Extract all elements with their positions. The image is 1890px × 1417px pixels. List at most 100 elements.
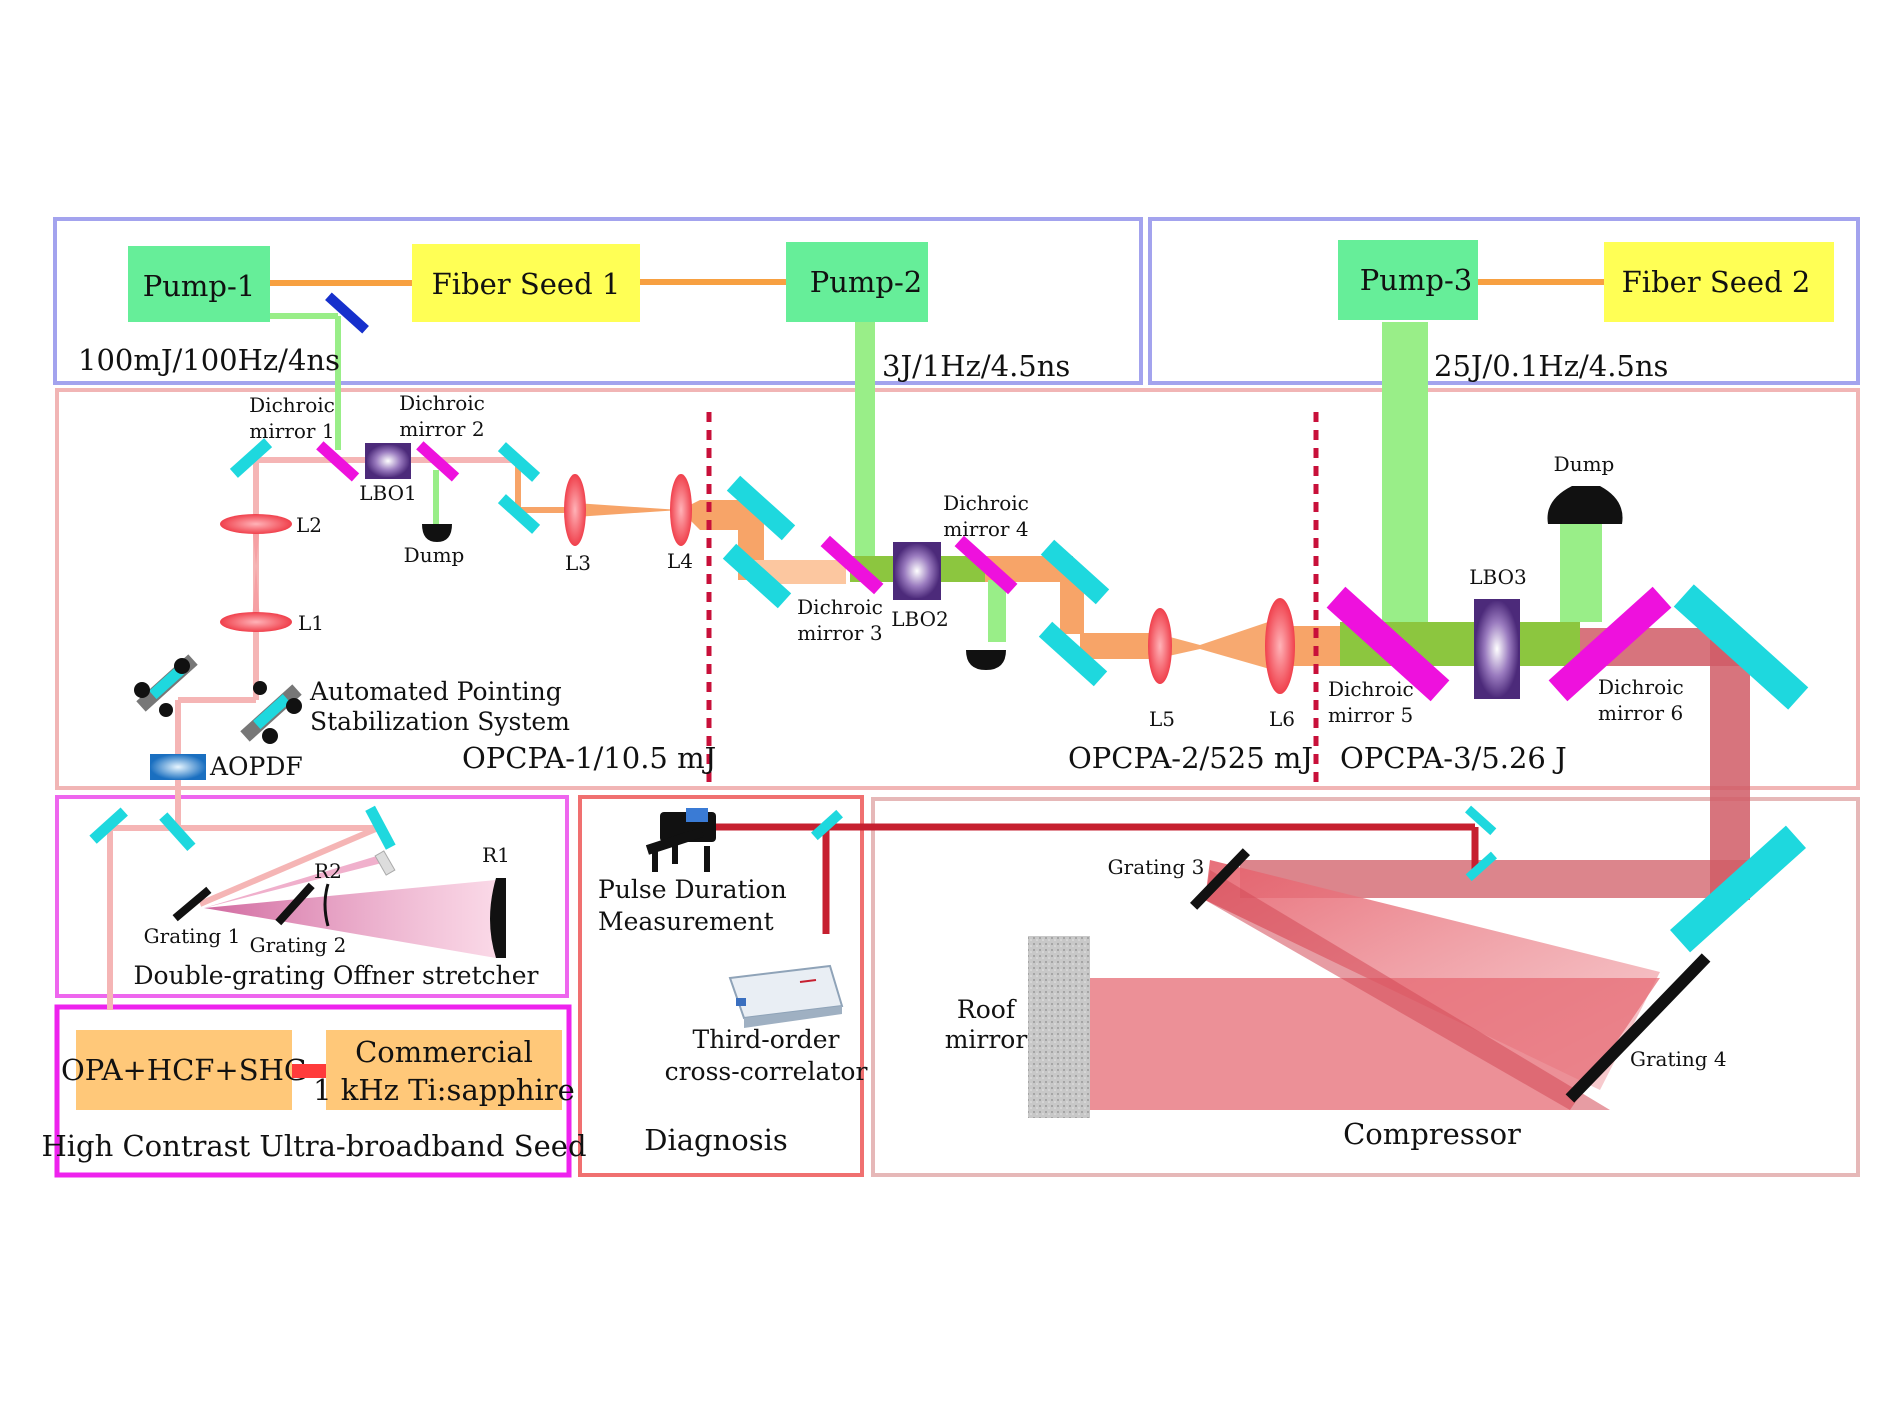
dichroic1-mirror <box>316 441 360 482</box>
pump2-label: Pump-2 <box>810 265 923 299</box>
lbo2-crystal <box>893 542 941 600</box>
dump2-icon <box>966 650 1006 670</box>
opcpa2-to-l5 <box>1080 633 1155 659</box>
roof-label-2: mirror <box>945 1025 1028 1054</box>
pump2-box <box>786 242 928 322</box>
pump1-mirror <box>325 292 369 334</box>
dichroic5-label-1: Dichroic <box>1328 677 1414 701</box>
r2-label: R2 <box>314 859 342 883</box>
stretcher-title: Double-grating Offner stretcher <box>134 961 539 990</box>
pulse-duration-device-icon <box>645 808 716 872</box>
lens-l6 <box>1265 598 1295 694</box>
mirror-opcpa2-a <box>1040 539 1110 605</box>
beam-down-to-compressor <box>1710 640 1750 900</box>
lens-l3 <box>564 474 586 546</box>
aopdf-label: AOPDF <box>209 752 303 781</box>
dichroic2-mirror <box>416 441 460 482</box>
commercial-box <box>326 1030 562 1110</box>
fiber-seed2-box <box>1604 242 1834 322</box>
dichroic4-mirror <box>954 535 1018 595</box>
mirror-l2-top <box>229 438 273 478</box>
diagnosis-title: Diagnosis <box>644 1123 788 1157</box>
dump1-label: Dump <box>404 543 465 567</box>
grating1-label: Grating 1 <box>144 924 241 948</box>
pump3-box <box>1338 240 1478 320</box>
beam-l4-out <box>680 500 750 530</box>
diagnosis-beam <box>716 823 1479 934</box>
dump1-icon <box>422 524 452 542</box>
opa-label: OPA+HCF+SHG <box>61 1053 307 1087</box>
dichroic1-label-2: mirror 1 <box>249 419 334 443</box>
lens-l1 <box>220 612 292 632</box>
dichroic4-label-2: mirror 4 <box>943 517 1028 541</box>
lens-l3-label: L3 <box>565 551 591 575</box>
r1-mirror <box>490 878 506 958</box>
dichroic1-label-1: Dichroic <box>249 393 335 417</box>
compressor-fan-3 <box>1205 870 1610 1110</box>
lens-l4-label: L4 <box>667 549 693 573</box>
aps-label-2: Stabilization System <box>310 707 570 736</box>
top-left-panel <box>53 217 1143 385</box>
pointing-stabilizer-right <box>240 681 302 744</box>
pulse-label-1: Pulse Duration <box>598 875 787 904</box>
pulse-label-2: Measurement <box>598 907 774 936</box>
dichroic2-label-2: mirror 2 <box>399 417 484 441</box>
lens-l5 <box>1148 608 1172 684</box>
stage1-label: OPCPA-1/10.5 mJ <box>462 741 716 775</box>
seed-panel <box>54 1004 572 1178</box>
grating4-label: Grating 4 <box>1630 1047 1727 1071</box>
dichroic5-mirror <box>1326 586 1450 702</box>
diagnosis-mirror <box>811 809 843 841</box>
seed-link-beam <box>292 1064 326 1078</box>
pump1-label: Pump-1 <box>143 269 256 303</box>
stretcher-panel <box>55 795 569 998</box>
pump3-label: Pump-3 <box>1360 263 1473 297</box>
mirror-before-l3 <box>497 494 541 534</box>
compressor-panel <box>871 797 1860 1177</box>
compressor-pickoff-2 <box>1465 851 1497 882</box>
pump1-beam <box>270 313 341 450</box>
dichroic6-mirror <box>1548 586 1672 702</box>
grating1 <box>172 886 212 922</box>
dichroic4-label-1: Dichroic <box>943 491 1029 515</box>
grating4 <box>1565 953 1711 1103</box>
lens-l1-label: L1 <box>298 611 324 635</box>
mirror-opcpa2-b <box>1038 621 1108 687</box>
lbo3-crystal <box>1474 599 1520 699</box>
commercial-label-1: Commercial <box>355 1035 533 1069</box>
pointing-stabilizer-left <box>134 654 198 717</box>
stretcher-mirror-1 <box>89 807 128 844</box>
pump3-beam <box>1382 322 1428 622</box>
dump3-beam <box>1560 522 1602 622</box>
stretcher-mirror-3 <box>365 805 396 850</box>
dichroic3-mirror <box>820 535 884 595</box>
dump3-icon <box>1547 486 1623 524</box>
mirror-l4-out-1 <box>726 475 796 541</box>
grating3-label: Grating 3 <box>1108 855 1205 879</box>
pump2-beam <box>855 320 875 560</box>
grating2 <box>275 882 315 926</box>
r1-label: R1 <box>482 843 510 867</box>
lens-l4 <box>670 474 692 546</box>
mirror-after-d2 <box>497 442 541 482</box>
seed-title: High Contrast Ultra-broadband Seed <box>41 1129 586 1163</box>
pump2-spec: 3J/1Hz/4.5ns <box>882 349 1070 383</box>
stretcher-mirror-2 <box>159 812 196 851</box>
aps-label-1: Automated Pointing <box>309 677 562 706</box>
commercial-label-2: 1 kHz Ti:sapphire <box>313 1073 575 1107</box>
diagnosis-panel <box>578 795 864 1177</box>
compressor-turn-mirror <box>1669 825 1807 953</box>
mirror-opcpa3-out <box>1673 584 1809 710</box>
stage2-label: OPCPA-2/525 mJ <box>1068 741 1313 775</box>
fiber-seed1-label: Fiber Seed 1 <box>432 267 621 301</box>
fiber-seed1-box <box>412 244 640 322</box>
dichroic3-label-2: mirror 3 <box>797 621 882 645</box>
pump1-spec: 100mJ/100Hz/4ns <box>78 343 340 377</box>
grating3 <box>1190 848 1250 910</box>
compressor-pickoff-1 <box>1465 805 1497 836</box>
compressor-title: Compressor <box>1343 1117 1521 1151</box>
dichroic6-label-1: Dichroic <box>1598 675 1684 699</box>
aopdf-box <box>150 754 206 780</box>
beam-focus-l1-l2 <box>252 524 260 622</box>
